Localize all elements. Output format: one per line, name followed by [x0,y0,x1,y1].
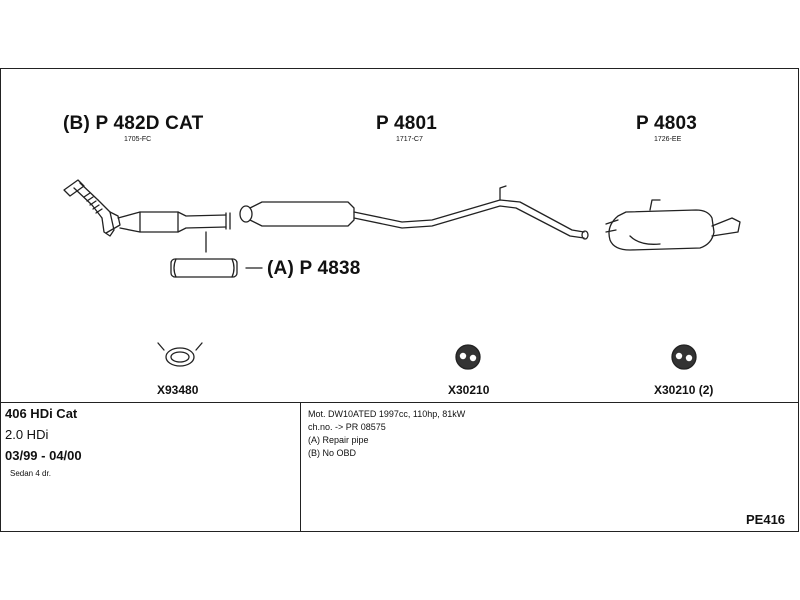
repair-pipe-drawing [170,258,263,278]
middle-part-number: P 4801 [376,113,438,134]
vehicle-years: 03/99 - 04/00 [5,448,82,463]
note-line: Mot. DW10ATED 1997cc, 110hp, 81kW [308,409,466,419]
front-part-number: (B) P 482D CAT [63,113,204,134]
diagram-frame [0,68,799,532]
accessory-label: X30210 (2) [654,383,714,397]
rear-part-number: P 4803 [636,113,698,134]
rubber-mount-icon-2 [671,344,697,370]
rear-part-code: 1726-EE [654,136,682,143]
info-divider [0,402,799,403]
middle-silencer-drawing [239,185,589,240]
note-line: ch.no. -> PR 08575 [308,422,386,432]
middle-part-code: 1717-C7 [396,136,423,143]
vehicle-engine: 2.0 HDi [5,427,49,442]
reference-code: PE416 [746,512,786,527]
accessory-label: X30210 [448,383,490,397]
rubber-mount-icon [455,344,481,370]
vehicle-model: 406 HDi Cat [5,406,78,421]
front-pipe-drawing [63,179,121,237]
front-part-code: 1705-FC [124,136,152,143]
clamp-icon [157,342,203,367]
vehicle-body: Sedan 4 dr. [10,469,51,478]
catalytic-converter-drawing [117,211,231,253]
info-column-divider [300,403,301,531]
repair-pipe-part-number: (A) P 4838 [267,258,361,279]
note-line: (B) No OBD [308,448,357,458]
accessory-label: X93480 [157,383,199,397]
note-line: (A) Repair pipe [308,435,369,445]
rear-silencer-drawing [605,199,741,251]
